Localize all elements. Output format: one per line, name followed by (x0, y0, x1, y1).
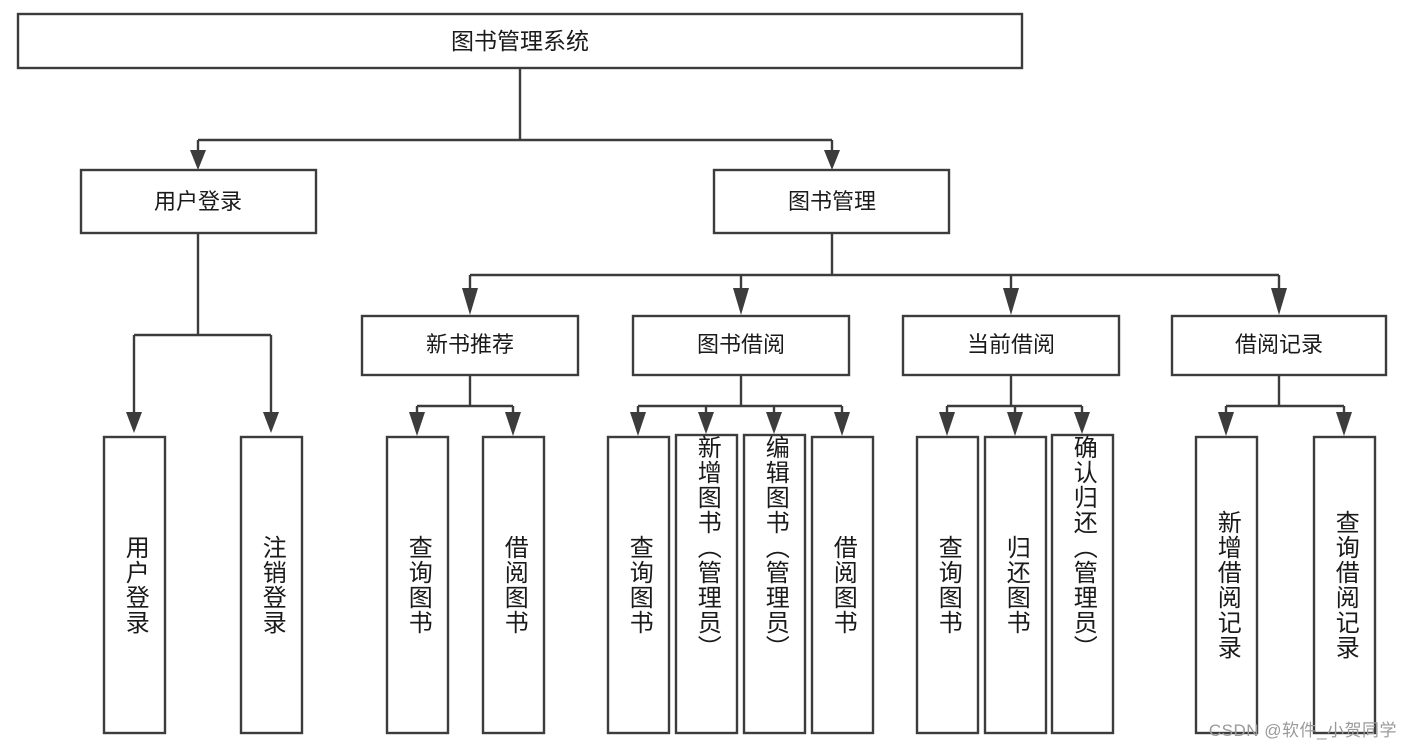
node-leaf-edit-book-box[interactable] (742, 433, 807, 735)
node-root-label: 图书管理系统 (451, 28, 589, 54)
node-book-manage-label: 图书管理 (788, 189, 876, 214)
node-current-borrow[interactable]: 当前借阅 (901, 314, 1121, 377)
node-book-borrow-label: 图书借阅 (697, 332, 785, 357)
node-user-login[interactable]: 用户登录 (79, 168, 318, 235)
arrowhead-leaf-query-book-3 (939, 412, 955, 436)
arrowhead-leaf-return-book (1007, 412, 1023, 436)
arrowhead-leaf-borrow-book-2 (834, 412, 850, 436)
arrowhead-leaf-confirm-return (1074, 412, 1090, 434)
arrowhead-new-book-rec (462, 288, 478, 315)
node-book-borrow-box[interactable] (631, 314, 851, 377)
node-borrow-record-box[interactable] (1170, 314, 1388, 377)
node-leaf-query-record-box[interactable] (1312, 435, 1377, 735)
node-leaf-logout-box[interactable] (239, 435, 304, 735)
node-current-borrow-box[interactable] (901, 314, 1121, 377)
node-borrow-record-label: 借阅记录 (1235, 332, 1323, 357)
arrowhead-current-borrow (1003, 288, 1019, 315)
node-root[interactable]: 图书管理系统 (16, 12, 1024, 70)
node-leaf-borrow-book-2-box[interactable] (810, 435, 875, 735)
node-borrow-record[interactable]: 借阅记录 (1170, 314, 1388, 377)
arrowhead-borrow-record (1271, 288, 1287, 315)
watermark-text: CSDN @软件_小贺同学 (1208, 721, 1397, 740)
node-leaf-borrow-book-1-box[interactable] (481, 435, 546, 735)
arrowhead-leaf-edit-book (766, 412, 782, 434)
node-user-login-label: 用户登录 (154, 189, 242, 214)
node-book-borrow[interactable]: 图书借阅 (631, 314, 851, 377)
node-new-book-rec[interactable]: 新书推荐 (360, 314, 580, 377)
arrowhead-leaf-add-record (1218, 412, 1234, 436)
arrowhead-book-borrow (733, 288, 749, 315)
node-leaf-add-record-box[interactable] (1194, 435, 1259, 735)
arrowhead-leaf-add-book (698, 412, 714, 434)
node-book-manage-box[interactable] (712, 168, 951, 235)
arrowhead-leaf-query-record (1336, 412, 1352, 436)
arrowhead-leaf-borrow-book-1 (505, 412, 521, 436)
node-leaf-user-login-box[interactable] (102, 435, 167, 735)
node-leaf-query-book-2-box[interactable] (606, 435, 671, 735)
node-new-book-rec-box[interactable] (360, 314, 580, 377)
node-user-login-box[interactable] (79, 168, 318, 235)
arrowhead-leaf-logout (263, 412, 279, 433)
node-new-book-rec-label: 新书推荐 (426, 332, 514, 357)
arrowhead-leaf-query-book-1 (409, 412, 425, 436)
arrowhead-leaf-query-book-2 (630, 412, 646, 436)
node-book-manage[interactable]: 图书管理 (712, 168, 951, 235)
node-root-box[interactable] (16, 12, 1024, 70)
arrowhead-user-login (190, 150, 206, 170)
arrowhead-leaf-user-login (126, 412, 142, 433)
node-leaf-query-book-1-box[interactable] (385, 435, 450, 735)
arrowhead-book-manage (824, 150, 840, 170)
node-leaf-add-book-box[interactable] (674, 433, 739, 735)
node-leaf-confirm-return-box[interactable] (1050, 433, 1115, 735)
node-leaf-query-book-3-box[interactable] (915, 435, 980, 735)
node-current-borrow-label: 当前借阅 (967, 332, 1055, 357)
node-leaf-return-book-box[interactable] (983, 435, 1048, 735)
